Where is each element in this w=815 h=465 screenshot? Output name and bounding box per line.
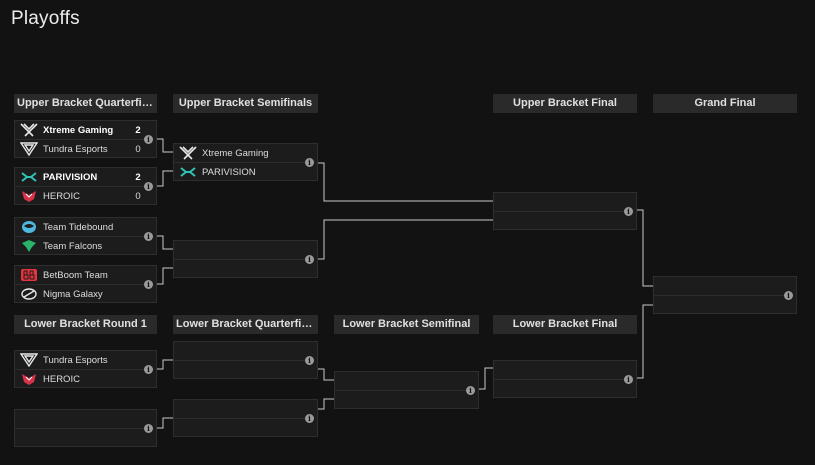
match-team-row [335, 391, 466, 409]
team-name: Xtreme Gaming [43, 124, 114, 136]
info-icon[interactable]: i [144, 364, 153, 374]
header-lower-bracket-quarterfinals: Lower Bracket Quarterfin... [173, 315, 318, 334]
team-score: 2 [135, 124, 141, 136]
team-score: 0 [135, 190, 141, 202]
team-score: 0 [135, 143, 141, 155]
match-ubqf-2[interactable]: PARIVISION 2 HEROIC 0 i [14, 167, 157, 205]
team-name: Tundra Esports [43, 354, 108, 366]
info-icon[interactable]: i [144, 279, 153, 289]
info-icon[interactable]: i [144, 134, 153, 144]
team-name: BetBoom Team [43, 269, 108, 281]
match-team-row: Tundra Esports [15, 351, 144, 370]
parivision-logo-icon [19, 169, 39, 185]
match-team-row [494, 212, 624, 230]
match-team-row: Xtreme Gaming [174, 144, 305, 163]
tundra-esports-logo-icon [19, 141, 39, 157]
match-lbr1-2[interactable]: i [14, 409, 157, 447]
match-lbqf-1[interactable]: i [173, 341, 318, 379]
match-team-row: BetBoom Team [15, 266, 144, 285]
info-icon[interactable]: i [305, 413, 314, 423]
parivision-logo-icon [178, 164, 198, 180]
match-team-row [494, 193, 624, 212]
match-team-row [335, 372, 466, 391]
info-icon[interactable]: i [466, 385, 475, 395]
match-team-row: Xtreme Gaming 2 [15, 121, 144, 140]
match-team-row [494, 380, 624, 398]
team-name: HEROIC [43, 190, 80, 202]
heroic-logo-icon [19, 188, 39, 204]
match-team-row [654, 277, 784, 296]
match-lower-bracket-semifinal[interactable]: i [334, 371, 479, 409]
match-team-row [174, 361, 305, 379]
header-upper-bracket-quarterfinals: Upper Bracket Quarterfin... [14, 94, 157, 113]
info-icon[interactable]: i [305, 355, 314, 365]
header-grand-final: Grand Final [653, 94, 797, 113]
match-team-row: PARIVISION [174, 163, 305, 181]
betboom-team-logo-icon [19, 267, 39, 283]
match-team-row [494, 361, 624, 380]
match-team-row [15, 429, 144, 447]
match-team-row: PARIVISION 2 [15, 168, 144, 187]
match-ubsf-1[interactable]: Xtreme Gaming PARIVISION i [173, 143, 318, 181]
match-ubqf-4[interactable]: BetBoom Team Nigma Galaxy i [14, 265, 157, 303]
team-name: Tundra Esports [43, 143, 108, 155]
match-ubqf-3[interactable]: Team Tidebound Team Falcons i [14, 217, 157, 255]
match-team-row [174, 419, 305, 437]
info-icon[interactable]: i [144, 231, 153, 241]
match-ubsf-2[interactable]: i [173, 240, 318, 278]
match-team-row: Team Falcons [15, 237, 144, 255]
header-upper-bracket-semifinals: Upper Bracket Semifinals [173, 94, 318, 113]
match-team-row [174, 400, 305, 419]
header-lower-bracket-semifinal: Lower Bracket Semifinal [334, 315, 479, 334]
match-team-row [174, 241, 305, 260]
page-title: Playoffs [11, 8, 80, 29]
xtreme-gaming-logo-icon [178, 145, 198, 161]
match-upper-bracket-final[interactable]: i [493, 192, 637, 230]
match-team-row [174, 260, 305, 278]
match-lbr1-1[interactable]: Tundra Esports HEROIC i [14, 350, 157, 388]
heroic-logo-icon [19, 371, 39, 387]
match-team-row [654, 296, 784, 314]
match-grand-final[interactable]: i [653, 276, 797, 314]
info-icon[interactable]: i [784, 290, 793, 300]
match-team-row [15, 410, 144, 429]
match-team-row: Nigma Galaxy [15, 285, 144, 303]
team-score: 2 [135, 171, 141, 183]
info-icon[interactable]: i [624, 374, 633, 384]
team-name: HEROIC [43, 373, 80, 385]
info-icon[interactable]: i [144, 181, 153, 191]
info-icon[interactable]: i [305, 254, 314, 264]
info-icon[interactable]: i [305, 157, 314, 167]
team-name: PARIVISION [202, 166, 256, 178]
team-name: PARIVISION [43, 171, 98, 183]
match-ubqf-1[interactable]: Xtreme Gaming 2 Tundra Esports 0 i [14, 120, 157, 158]
team-tidebound-logo-icon [19, 219, 39, 235]
header-lower-bracket-final: Lower Bracket Final [493, 315, 637, 334]
header-upper-bracket-final: Upper Bracket Final [493, 94, 637, 113]
match-team-row: HEROIC [15, 370, 144, 388]
info-icon[interactable]: i [144, 423, 153, 433]
team-name: Nigma Galaxy [43, 288, 103, 300]
team-name: Xtreme Gaming [202, 147, 269, 159]
team-name: Team Tidebound [43, 221, 114, 233]
team-name: Team Falcons [43, 240, 103, 252]
team-falcons-logo-icon [19, 238, 39, 254]
info-icon[interactable]: i [624, 206, 633, 216]
nigma-galaxy-logo-icon [19, 286, 39, 302]
tundra-esports-logo-icon [19, 352, 39, 368]
match-team-row: Tundra Esports 0 [15, 140, 144, 158]
xtreme-gaming-logo-icon [19, 122, 39, 138]
match-lower-bracket-final[interactable]: i [493, 360, 637, 398]
header-lower-bracket-round-1: Lower Bracket Round 1 [14, 315, 157, 334]
match-team-row [174, 342, 305, 361]
match-team-row: Team Tidebound [15, 218, 144, 237]
match-lbqf-2[interactable]: i [173, 399, 318, 437]
match-team-row: HEROIC 0 [15, 187, 144, 205]
